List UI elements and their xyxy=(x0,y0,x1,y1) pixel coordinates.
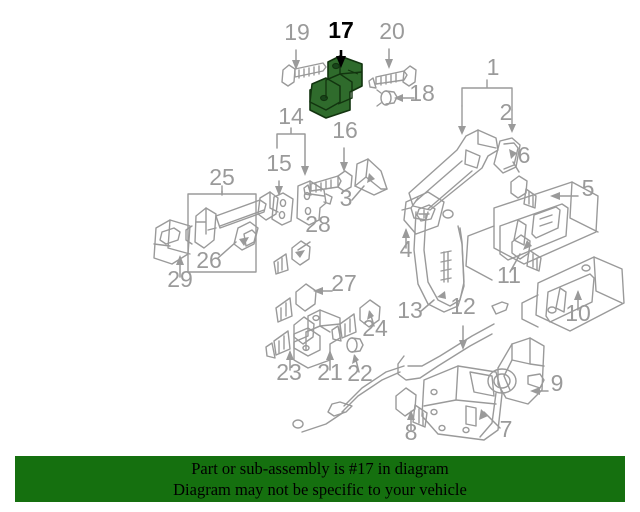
callout-17-leader xyxy=(336,50,346,68)
callout-label-19: 19 xyxy=(284,19,310,45)
callout-label-29: 29 xyxy=(167,266,193,292)
part-29-door-check-bumper xyxy=(153,219,191,265)
callout-arrowheads xyxy=(176,59,582,420)
part-13-lock-control-cable xyxy=(413,209,465,313)
part-1-outside-door-handle xyxy=(401,129,499,221)
part-12-latch-release-cable xyxy=(292,301,509,433)
callout-label-7: 7 xyxy=(500,416,513,442)
callout-label-27: 27 xyxy=(331,270,357,296)
callout-label-5: 5 xyxy=(582,175,595,201)
callout-label-2: 2 xyxy=(500,99,513,125)
callout-label-11: 11 xyxy=(497,262,521,288)
banner-line-1: Part or sub-assembly is #17 in diagram xyxy=(191,459,449,478)
part-7-door-latch-assembly xyxy=(421,365,517,441)
callout-label-10: 10 xyxy=(565,300,591,326)
part-27-check-screw xyxy=(275,283,317,323)
callout-label-18: 18 xyxy=(409,80,435,106)
callout-label-17: 17 xyxy=(328,17,354,43)
part-3-handle-base-wedge xyxy=(354,158,388,196)
part-22-lower-hinge-bushing xyxy=(346,337,364,353)
callout-label-23: 23 xyxy=(276,359,302,385)
callout-label-21: 21 xyxy=(317,359,343,385)
callout-label-15: 15 xyxy=(266,150,292,176)
part-20-hinge-bolt xyxy=(368,65,417,89)
callout-label-26: 26 xyxy=(196,247,222,273)
part-9-lock-actuator xyxy=(497,337,545,405)
part-11-inside-handle-screw xyxy=(511,234,542,272)
callout-label-14: 14 xyxy=(278,103,304,129)
part-15-hinge-shim-plate xyxy=(271,192,294,226)
part-17-door-hinge-highlighted xyxy=(309,55,363,119)
callout-label-6: 6 xyxy=(518,142,531,168)
part-10-inside-door-handle xyxy=(521,256,625,332)
callout-label-1: 1 xyxy=(487,54,500,80)
status-banner: Part or sub-assembly is #17 in diagram D… xyxy=(15,456,625,502)
callout-label-3: 3 xyxy=(340,185,353,211)
part-25-door-check-assembly xyxy=(185,191,279,251)
callout-label-8: 8 xyxy=(405,419,418,445)
callout-label-16: 16 xyxy=(332,117,358,143)
parts-diagram: 1234567891011121314151617181920212223242… xyxy=(153,17,625,445)
part-19-hinge-screw xyxy=(281,62,327,87)
callout-1-bracket xyxy=(461,79,513,129)
callout-label-25: 25 xyxy=(209,164,235,190)
callout-label-12: 12 xyxy=(450,293,476,319)
part-16-hinge-bolt xyxy=(303,170,353,196)
part-4-access-hole-cover xyxy=(403,191,445,235)
part-21-lower-door-hinge xyxy=(293,309,341,369)
banner-line-2: Diagram may not be specific to your vehi… xyxy=(173,480,467,499)
callout-label-13: 13 xyxy=(397,297,423,323)
callout-label-24: 24 xyxy=(362,315,388,341)
callout-label-9: 9 xyxy=(551,370,564,396)
callout-label-22: 22 xyxy=(347,360,373,386)
part-28-check-bolt xyxy=(273,240,311,275)
callout-2-arrowhead xyxy=(508,124,516,133)
part-6-bezel-screw xyxy=(510,175,537,209)
callout-label-20: 20 xyxy=(379,18,405,44)
callout-label-28: 28 xyxy=(305,211,331,237)
callout-1-arrowhead xyxy=(458,126,466,135)
part-5-handle-bezel xyxy=(465,181,599,281)
callout-label-4: 4 xyxy=(400,236,413,262)
